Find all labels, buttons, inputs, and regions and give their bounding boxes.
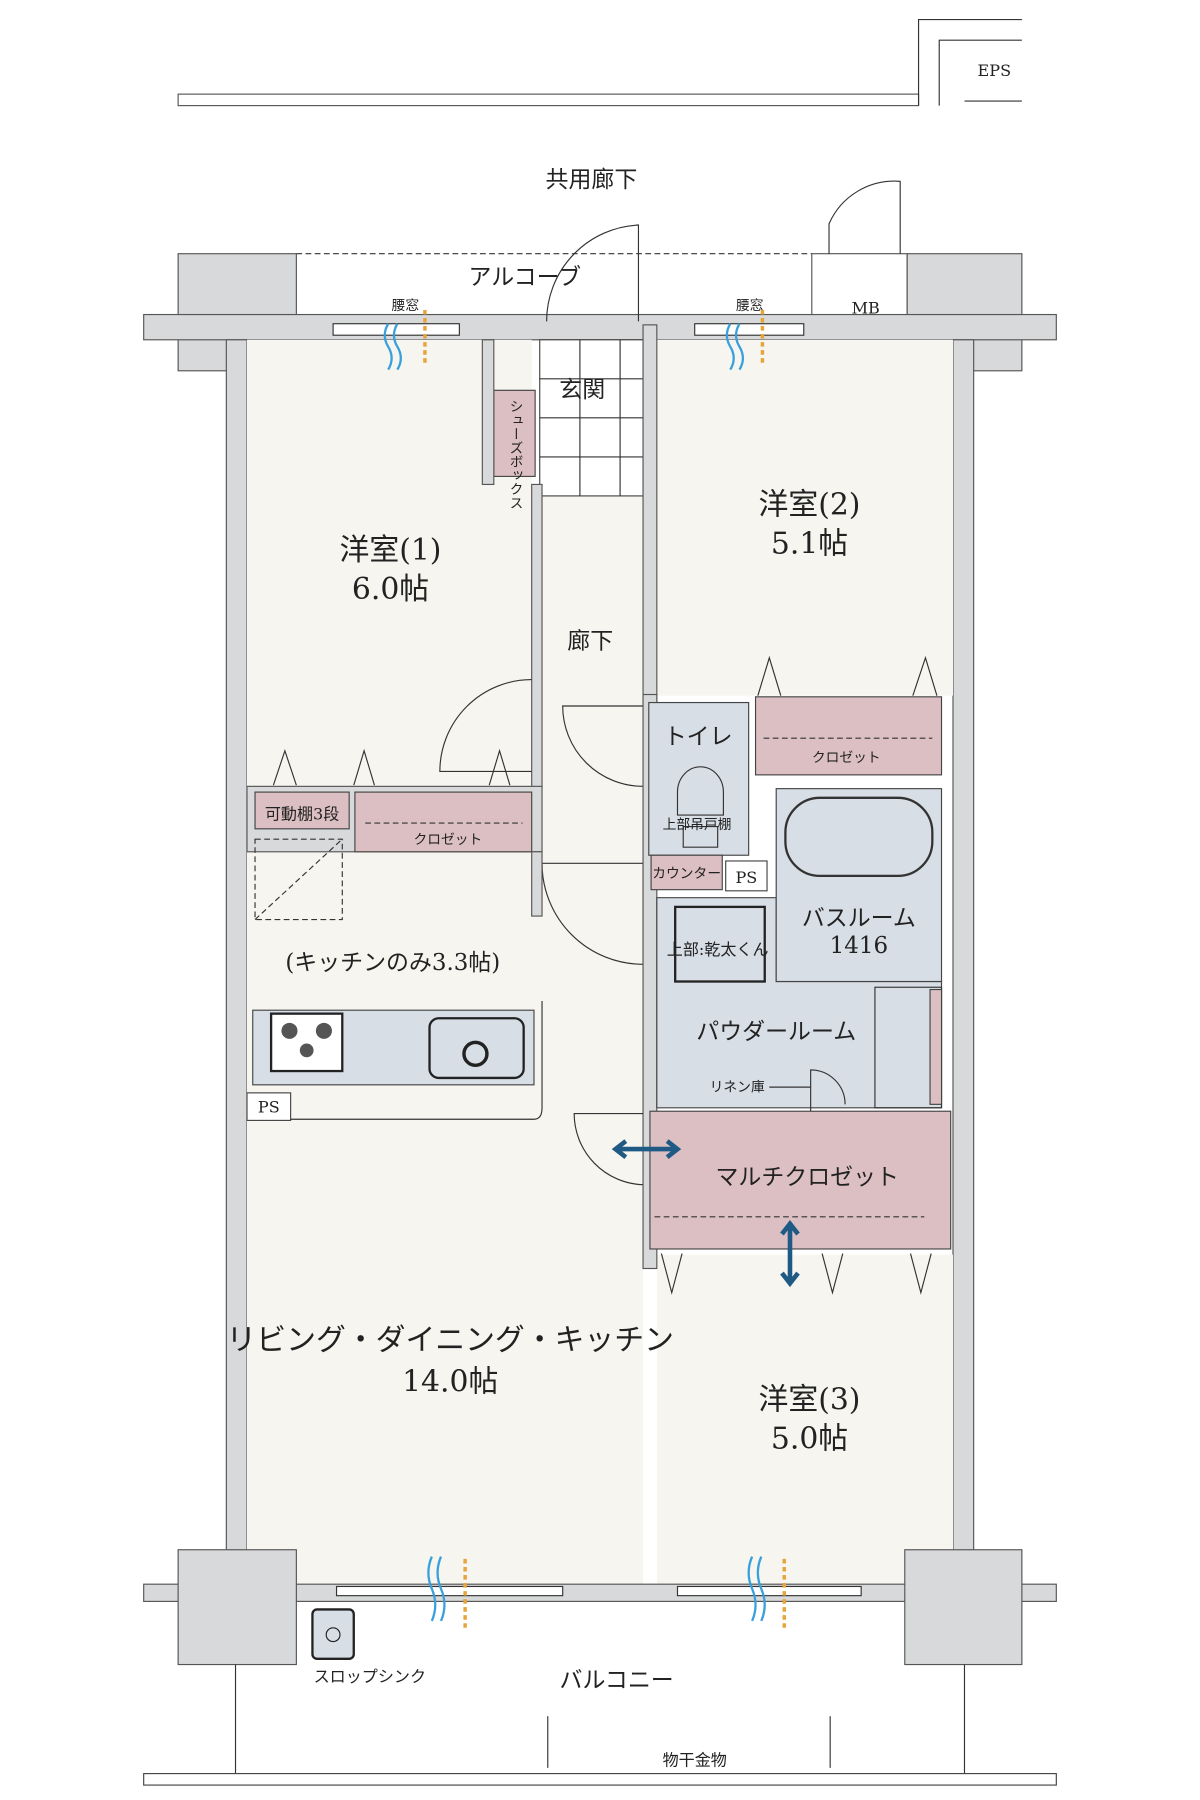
adjustable-shelf-label: 可動棚3段 bbox=[265, 805, 339, 824]
toilet-icon bbox=[676, 766, 724, 848]
closet-doors[interactable] bbox=[660, 1253, 932, 1295]
multi-closet-label: マルチクロゼット bbox=[715, 1165, 899, 1191]
exterior-wall bbox=[225, 339, 248, 1558]
ps-label: PS bbox=[258, 1097, 280, 1116]
burner-icon bbox=[299, 1043, 314, 1058]
room2-floor bbox=[656, 339, 953, 696]
room1-closet bbox=[354, 791, 533, 853]
interior-wall bbox=[531, 851, 543, 917]
waist-window[interactable] bbox=[694, 323, 805, 336]
interior-wall bbox=[642, 324, 658, 705]
counter bbox=[650, 854, 723, 891]
balcony-window[interactable] bbox=[335, 1585, 564, 1597]
drain-icon bbox=[325, 1627, 341, 1643]
dryer-label: 上部:乾太くん bbox=[667, 940, 769, 959]
dryer-icon bbox=[674, 905, 766, 983]
exterior-wall bbox=[143, 313, 1057, 341]
counter-edge bbox=[290, 1001, 543, 1120]
ldk-size: 14.0帖 bbox=[402, 1364, 498, 1399]
room2-closet bbox=[754, 696, 943, 776]
room2-closet-label: クロゼット bbox=[812, 750, 881, 766]
eps-label: EPS bbox=[978, 61, 1012, 80]
interior-wall bbox=[531, 483, 543, 789]
balcony-label: バルコニー bbox=[560, 1668, 674, 1694]
room3-size: 5.0帖 bbox=[771, 1422, 848, 1457]
powder-room-label: パウダールーム bbox=[696, 1019, 856, 1045]
bathtub-icon bbox=[784, 796, 934, 878]
bathroom bbox=[775, 788, 943, 983]
common-corridor-label: 共用廊下 bbox=[546, 167, 638, 193]
column bbox=[904, 1549, 1023, 1666]
ldk-floor bbox=[247, 851, 644, 1585]
burner-icon bbox=[281, 1022, 298, 1039]
room1-name: 洋室(1) bbox=[340, 533, 442, 568]
room3-name: 洋室(3) bbox=[759, 1383, 861, 1418]
entrance-tiles bbox=[539, 339, 644, 496]
clothes-hanger-label: 物干金物 bbox=[663, 1751, 727, 1770]
kitchen-sink bbox=[428, 1017, 525, 1080]
airflow-icon bbox=[747, 1556, 766, 1622]
adjustable-shelf bbox=[254, 791, 350, 830]
mb-label: MB bbox=[852, 298, 880, 317]
bathroom-size: 1416 bbox=[830, 933, 888, 959]
counter-label: カウンター bbox=[652, 866, 721, 882]
linen-label: リネン庫 bbox=[710, 1080, 765, 1096]
gas-stove bbox=[269, 1012, 344, 1073]
column bbox=[177, 1549, 297, 1666]
interior-wall bbox=[481, 339, 495, 486]
slop-sink-label: スロップシンク bbox=[314, 1667, 426, 1686]
faucet-icon bbox=[462, 1040, 489, 1068]
toilet-label: トイレ bbox=[664, 724, 733, 750]
shoe-box-label: シューズボックス bbox=[506, 399, 522, 509]
room2-name: 洋室(2) bbox=[759, 487, 861, 522]
room3-floor bbox=[656, 1254, 953, 1585]
room2-size: 5.1帖 bbox=[771, 526, 848, 561]
shoe-box bbox=[493, 389, 536, 477]
ps-label: PS bbox=[735, 868, 757, 887]
upper-cabinet-label: 上部吊戸棚 bbox=[663, 817, 732, 833]
fridge-space bbox=[254, 838, 343, 921]
room1-closet-label: クロゼット bbox=[413, 832, 482, 848]
burner-icon bbox=[315, 1022, 332, 1039]
kitchen-only-label: (キッチンのみ3.3帖) bbox=[285, 950, 500, 976]
eps-box bbox=[917, 18, 1022, 106]
fridge-diagonal bbox=[254, 838, 343, 920]
bathroom-label: バスルーム bbox=[802, 905, 916, 931]
ps-box bbox=[246, 1092, 292, 1121]
entrance-label: 玄関 bbox=[559, 377, 605, 403]
closet-doors[interactable] bbox=[272, 748, 511, 786]
ps-box bbox=[725, 860, 768, 892]
toilet-room bbox=[648, 701, 750, 856]
waist-window-label: 腰窓 bbox=[736, 297, 764, 314]
airflow-icon bbox=[383, 323, 402, 371]
hallway-label: 廊下 bbox=[567, 629, 613, 655]
multi-closet bbox=[649, 1110, 952, 1250]
room1-door[interactable] bbox=[439, 679, 532, 773]
entrance-door[interactable] bbox=[546, 224, 640, 322]
vanity-mirror bbox=[929, 988, 943, 1105]
waist-window-label: 腰窓 bbox=[392, 297, 420, 314]
airflow-icon bbox=[427, 1556, 446, 1622]
exterior-wall bbox=[952, 339, 975, 1558]
corridor-edge bbox=[177, 93, 920, 107]
alcove-label: アルコーブ bbox=[468, 265, 581, 291]
ldk-name: リビング・ダイニング・キッチン bbox=[226, 1323, 673, 1358]
ldk-door[interactable] bbox=[541, 862, 644, 965]
toilet-door[interactable] bbox=[562, 705, 644, 787]
balcony-window[interactable] bbox=[676, 1585, 862, 1597]
room1-size: 6.0帖 bbox=[352, 572, 429, 607]
multi-closet-door[interactable] bbox=[573, 1112, 644, 1186]
closet-doors[interactable] bbox=[757, 655, 938, 696]
slop-sink bbox=[311, 1608, 355, 1660]
two-way-arrow-vertical-icon bbox=[780, 1219, 800, 1288]
mb-door[interactable] bbox=[828, 180, 901, 254]
two-way-arrow-horizontal-icon bbox=[611, 1139, 682, 1159]
airflow-icon bbox=[725, 323, 745, 371]
linen-door[interactable] bbox=[810, 1069, 846, 1112]
balcony-railing bbox=[143, 1773, 1057, 1786]
